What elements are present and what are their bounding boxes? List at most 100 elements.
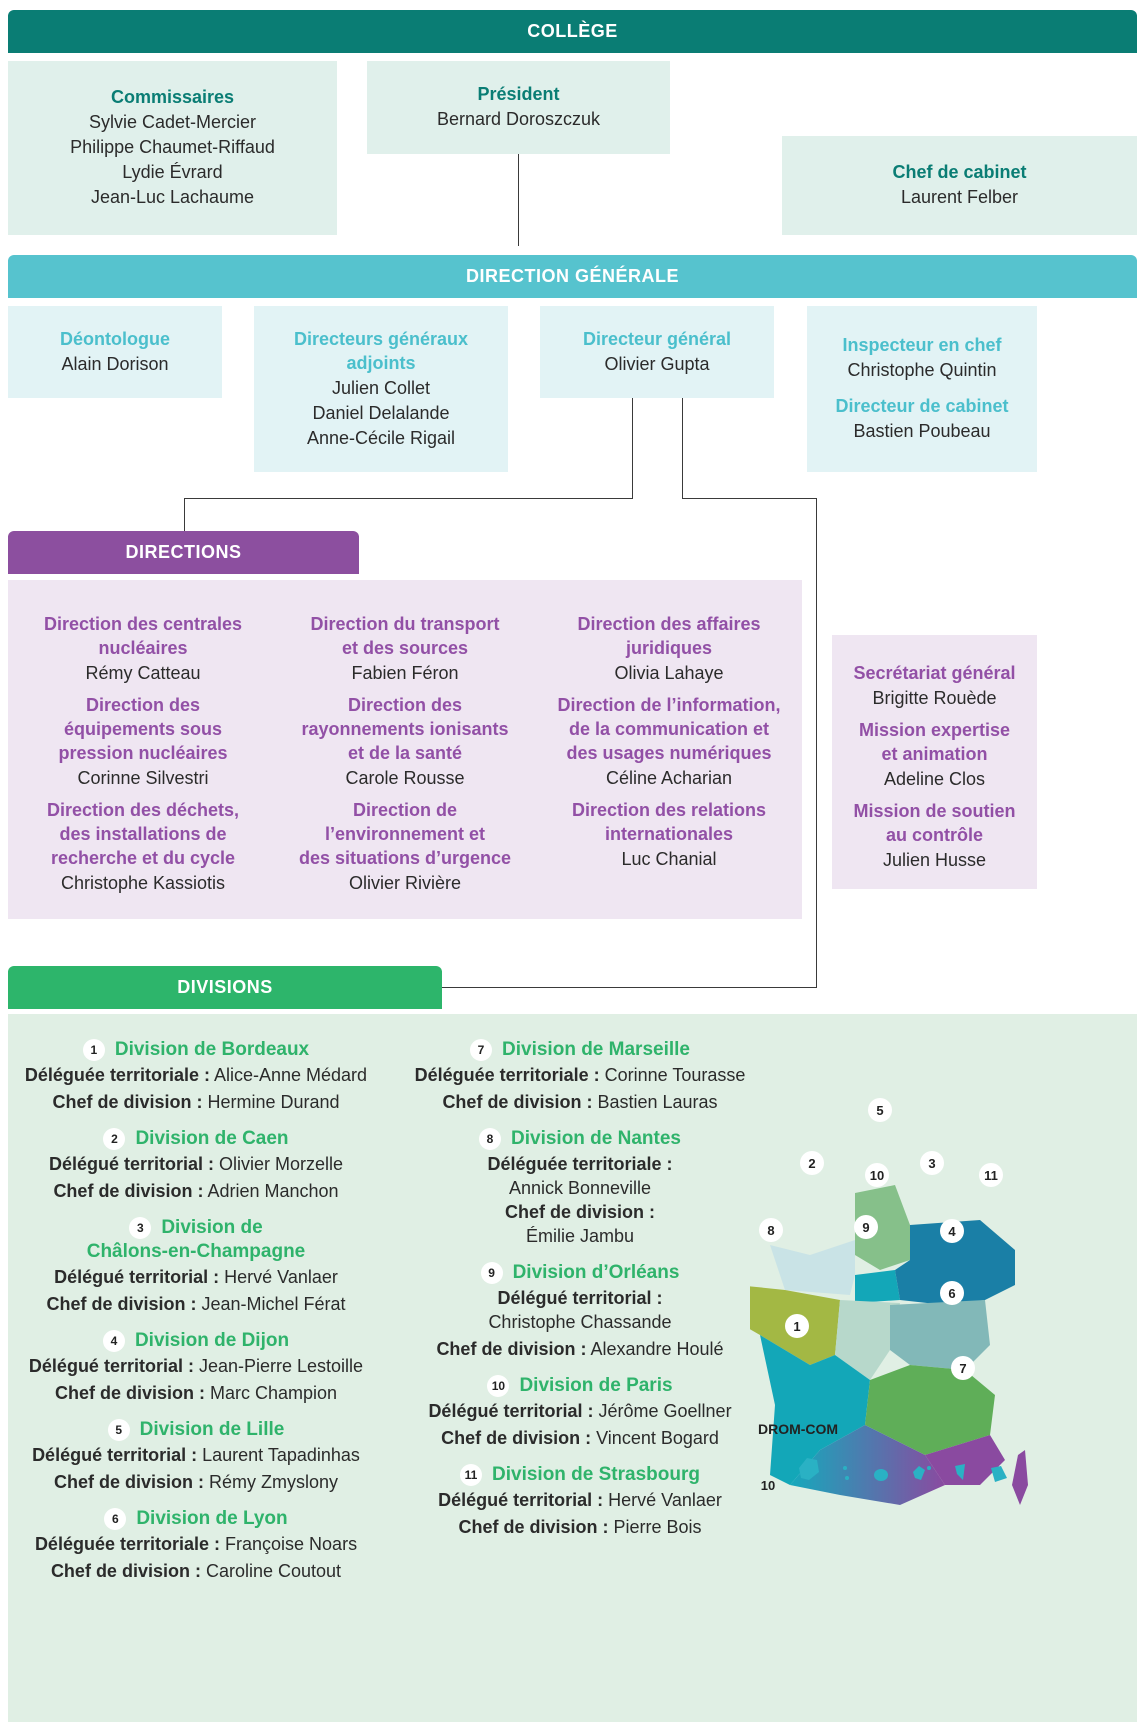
division-line: Chef de division : Adrien Manchon xyxy=(53,1181,339,1201)
dg-name: Olivier Gupta xyxy=(604,353,710,374)
island-dot xyxy=(927,1466,931,1470)
island-guadeloupe xyxy=(799,1458,819,1480)
divisions-header: DIVISIONS xyxy=(8,966,442,1009)
division-number-badge: 7 xyxy=(470,1039,493,1061)
division-title: Châlons-en-Champagne xyxy=(86,1241,306,1262)
region-orleans xyxy=(835,1300,900,1380)
division-number-badge: 6 xyxy=(104,1508,127,1530)
region-bordeaux xyxy=(760,1335,870,1485)
college-header: COLLÈGE xyxy=(8,10,1137,53)
division-line: Christophe Chassande xyxy=(488,1312,672,1332)
connector-line xyxy=(816,498,817,988)
dga-title: adjoints xyxy=(346,352,416,373)
dga-name: Daniel Delalande xyxy=(312,402,450,423)
division-line: Déléguée territoriale : xyxy=(487,1154,673,1174)
secretariat-panel xyxy=(832,635,1037,889)
region-lyon xyxy=(865,1365,995,1455)
direction-title: Direction des déchets,des installations … xyxy=(46,800,240,868)
island-guyane xyxy=(913,1466,925,1480)
map-number-badge: 9 xyxy=(854,1215,878,1239)
map-number-badge: 11 xyxy=(979,1163,1003,1187)
france-map xyxy=(750,1185,1028,1505)
region-paris xyxy=(855,1270,900,1303)
inspecteur-box: Inspecteur en chef Christophe Quintin Di… xyxy=(807,306,1037,472)
region-dijon xyxy=(890,1300,990,1370)
president-box: Président Bernard Doroszczuk xyxy=(367,61,670,154)
direction-name: Corinne Silvestri xyxy=(77,768,209,788)
connector-line xyxy=(682,398,683,499)
map-number-badge: 1 xyxy=(785,1314,809,1338)
region-lille xyxy=(855,1185,910,1270)
map-number-badge: 3 xyxy=(920,1151,944,1175)
commissaire-name: Philippe Chaumet-Riffaud xyxy=(70,137,275,157)
division-number-badge: 4 xyxy=(102,1330,125,1352)
connector-line xyxy=(632,398,633,499)
island-reunion xyxy=(991,1466,1007,1482)
island-dot xyxy=(843,1466,847,1470)
division-line: Annick Bonneville xyxy=(508,1178,652,1198)
island-martinique xyxy=(874,1469,888,1481)
dga-name: Julien Collet xyxy=(331,377,431,398)
division-number-badge: 1 xyxy=(82,1039,105,1061)
drom-com-label: DROM-COM xyxy=(758,1421,839,1437)
dg-title: Directeur général xyxy=(582,328,732,349)
commissaires-box: Commissaires Sylvie Cadet-Mercier Philip… xyxy=(8,61,337,235)
direction-title: Secrétariat général xyxy=(853,663,1016,683)
direction-name: Christophe Kassiotis xyxy=(60,873,226,893)
region-marseille xyxy=(925,1435,1005,1485)
commissaire-name: Sylvie Cadet-Mercier xyxy=(88,112,257,132)
directions-panel xyxy=(8,580,802,919)
chef-cabinet-title: Chef de cabinet xyxy=(892,162,1027,182)
president-title: Président xyxy=(477,84,560,104)
connector-line xyxy=(184,498,185,531)
commissaire-name: Lydie Évrard xyxy=(122,162,223,182)
deontologue-name: Alain Dorison xyxy=(61,353,169,374)
connector-line xyxy=(682,498,817,499)
direction-name: Rémy Catteau xyxy=(85,663,201,683)
deontologue-box: Déontologue Alain Dorison xyxy=(8,306,222,398)
division-number-badge: 5 xyxy=(107,1419,130,1441)
division-line: Chef de division : Bastien Lauras xyxy=(442,1092,718,1112)
drom-com-islands xyxy=(799,1458,1007,1482)
connector-line xyxy=(442,987,817,988)
division-line: Délégué territorial : xyxy=(497,1288,663,1308)
division-number-badge: 2 xyxy=(103,1128,126,1150)
map-number-badge: 10 xyxy=(865,1163,889,1187)
division-number-badge: 3 xyxy=(129,1217,152,1239)
division-line: Chef de division : xyxy=(504,1202,655,1222)
secretariat-column: Secrétariat général Brigitte Rouède Miss… xyxy=(832,661,1037,874)
dga-name: Anne-Cécile Rigail xyxy=(306,427,456,448)
division-line: Chef de division : Rémy Zmyslony xyxy=(53,1472,339,1492)
dir-cabinet-title: Directeur de cabinet xyxy=(835,396,1009,416)
division-line: Délégué territorial : Hervé Vanlaer xyxy=(54,1267,338,1287)
region-chalons xyxy=(895,1220,1015,1305)
commissaire-name: Jean-Luc Lachaume xyxy=(90,187,255,207)
island-mayotte xyxy=(955,1464,965,1480)
dir-cabinet-name: Bastien Poubeau xyxy=(853,421,991,441)
direction-name: Olivia Lahaye xyxy=(614,663,724,683)
